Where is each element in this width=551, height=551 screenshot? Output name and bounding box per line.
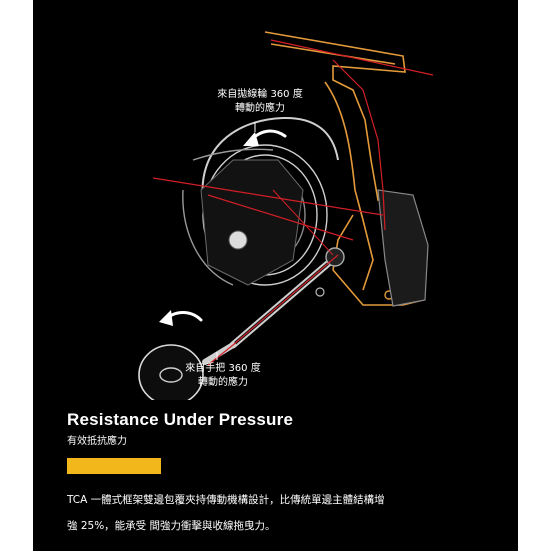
callout-text: 轉動的應力 <box>198 377 248 388</box>
handle-knob <box>138 344 204 400</box>
callout-text: 來自手把 360 度 <box>185 363 261 374</box>
section-body: TCA 一體式框架雙邊包覆夾持傳動機構設計，比傳統單邊主體結構增 強 25%，能… <box>67 487 497 539</box>
frame-bolt <box>315 287 325 297</box>
body-line: 強 25%，能承受 間強力衝擊與收線拖曳力。 <box>67 520 276 532</box>
spool-stress-callout: 來自拋線輪 360 度 轉動的應力 <box>195 88 325 116</box>
reel-illustration <box>138 31 434 400</box>
accent-bar <box>67 458 161 474</box>
section-title: Resistance Under Pressure <box>67 410 294 429</box>
force-line <box>272 189 334 256</box>
rotor <box>200 159 304 286</box>
callout-text: 來自拋線輪 360 度 <box>217 89 303 100</box>
force-lines <box>152 39 434 366</box>
section-subtitle: 有效抵抗應力 <box>67 436 127 447</box>
feature-panel: 來自拋線輪 360 度 轉動的應力 來自手把 360 度 轉動的應力 Resis… <box>33 0 518 551</box>
rotation-arrow-icon <box>243 129 287 146</box>
side-cover <box>377 189 429 307</box>
callout-text: 轉動的應力 <box>235 103 285 114</box>
line-roller <box>228 230 248 250</box>
body-line: TCA 一體式框架雙邊包覆夾持傳動機構設計，比傳統單邊主體結構增 <box>67 494 385 506</box>
handle-stress-callout: 來自手把 360 度 轉動的應力 <box>168 362 278 390</box>
bail-arm <box>201 116 339 201</box>
rotation-arrow-icon <box>159 310 203 326</box>
